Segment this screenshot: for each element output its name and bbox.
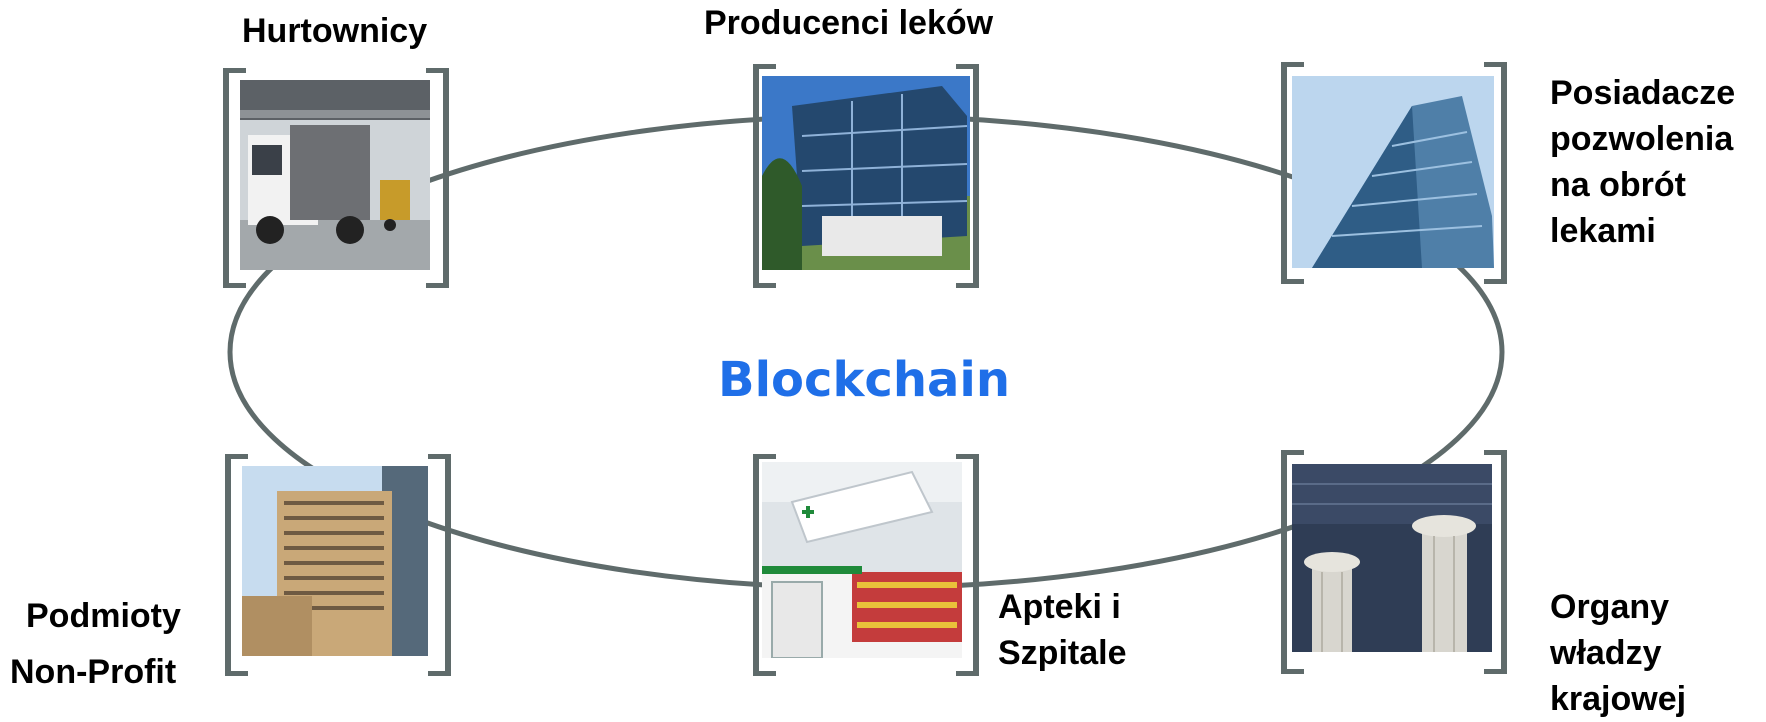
pharmacies-line1: Apteki i [998,588,1121,626]
license-holders-line1: Posiadacze [1550,74,1736,112]
authorities-label: Organy władzy krajowej [1550,584,1686,722]
license-holders-photo [1292,76,1494,268]
wholesalers-photo [240,80,430,270]
license-holders-label: Posiadacze pozwolenia na obrót lekami [1550,70,1735,254]
pharmacies-label: Apteki i Szpitale [998,584,1126,676]
pharmacies-line2: Szpitale [998,634,1127,672]
pharmacies-photo [762,462,962,658]
authorities-photo [1292,464,1492,652]
license-holders-line3: na obrót [1550,166,1686,204]
nonprofit-label: Podmioty Non-Profit [10,588,181,700]
authorities-line2: władzy [1550,634,1662,672]
wholesalers-label: Hurtownicy [242,12,428,50]
authorities-line1: Organy [1550,588,1670,626]
blockchain-label: Blockchain [718,352,1011,408]
wholesalers-bracket [223,68,449,288]
nonprofit-line1: Podmioty [26,597,181,635]
authorities-line3: krajowej [1550,680,1687,718]
license-holders-bracket [1281,62,1507,284]
manufacturers-bracket [753,64,979,288]
nonprofit-line2: Non-Profit [10,653,177,691]
license-holders-line4: lekami [1550,212,1656,250]
manufacturers-photo [762,76,970,270]
nonprofit-bracket [225,454,451,676]
pharmacies-bracket [753,454,979,676]
license-holders-line2: pozwolenia [1550,120,1734,158]
manufacturers-label: Producenci leków [704,4,994,42]
authorities-bracket [1281,450,1507,674]
nonprofit-photo [242,466,428,656]
